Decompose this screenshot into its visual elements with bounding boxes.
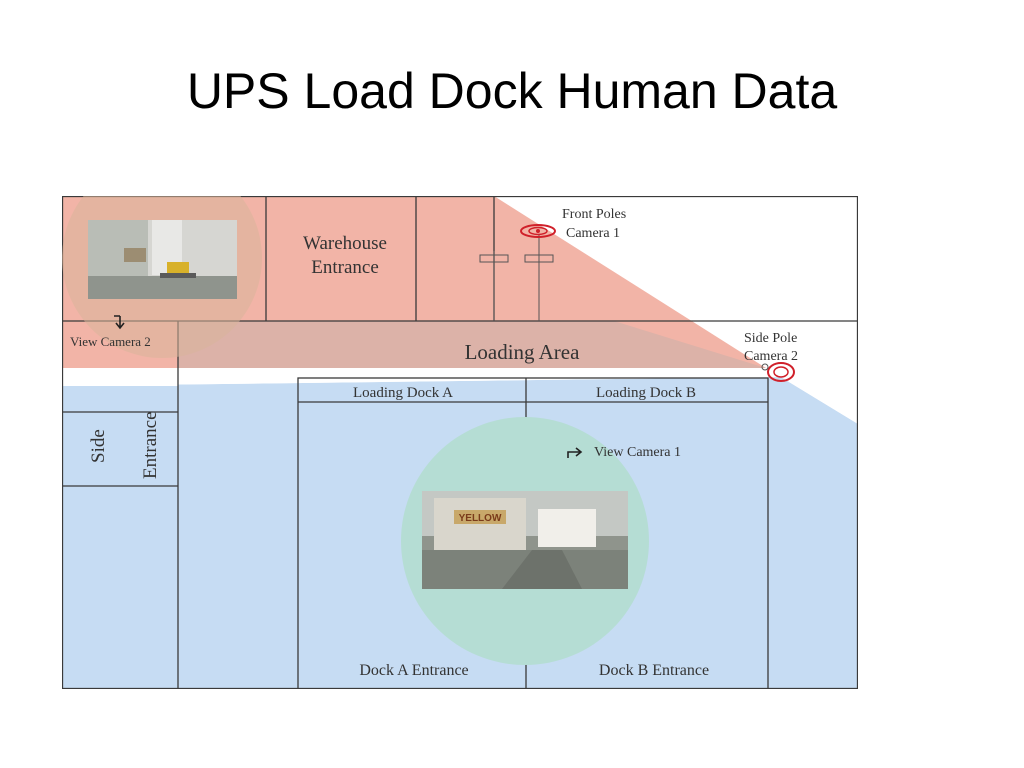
warehouse-entrance-label: Warehouse	[303, 233, 387, 254]
dock-a-entrance-label: Dock A Entrance	[359, 662, 468, 679]
coverage-overlap	[178, 321, 766, 368]
front-poles-label: Front Poles	[562, 207, 626, 222]
camera-1-icon	[520, 224, 556, 238]
view-camera-2-label: View Camera 2	[70, 334, 151, 349]
warehouse-entrance-label-2: Entrance	[311, 257, 379, 278]
trailer-sign-text: YELLOW	[459, 513, 502, 524]
camera-1-view-image: YELLOW	[422, 491, 628, 589]
loading-area-label: Loading Area	[465, 340, 581, 364]
slide-title: UPS Load Dock Human Data	[186, 63, 838, 119]
side-pole-label: Side Pole	[744, 331, 797, 346]
camera-2-view-image	[88, 220, 237, 299]
loading-dock-floorplan: YELLOW Warehouse Entrance Front Poles Ca…	[62, 196, 858, 689]
uncovered-corner	[62, 368, 178, 386]
front-poles-camera-label: Camera 1	[566, 226, 620, 241]
dock-b-entrance-label: Dock B Entrance	[599, 662, 709, 679]
uncovered-strip	[62, 368, 858, 424]
camera-2-icon	[761, 362, 795, 382]
side-entrance-label-2: Entrance	[140, 411, 161, 479]
view-camera-1-label: View Camera 1	[594, 445, 681, 460]
loading-dock-b-label: Loading Dock B	[596, 385, 696, 401]
loading-dock-a-label: Loading Dock A	[353, 385, 453, 401]
side-pole-camera-label: Camera 2	[744, 349, 798, 364]
view-camera-1-arrow-icon	[567, 447, 583, 458]
side-entrance-label: Side	[88, 429, 109, 463]
view-camera-2-arrow-icon	[114, 315, 125, 330]
front-poles	[479, 234, 554, 321]
